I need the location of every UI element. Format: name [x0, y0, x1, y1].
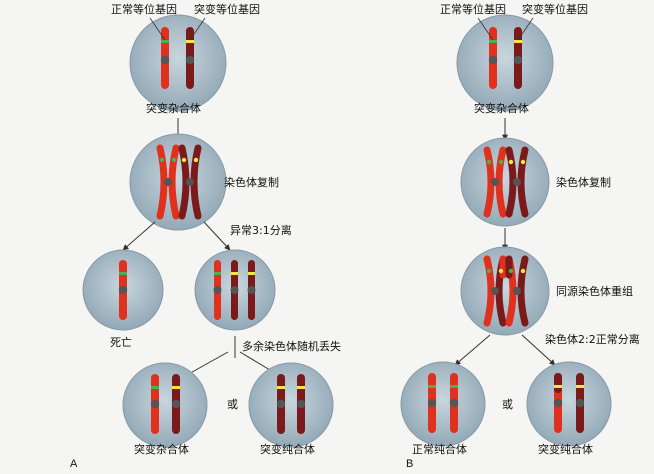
cell-b1 — [456, 14, 554, 112]
chromosome-normal — [449, 373, 459, 433]
label-homo-mutant-a: 突变纯合体 — [260, 443, 315, 456]
cell-a4 — [194, 249, 276, 331]
chromosome-normal — [150, 374, 160, 434]
arrow-b3-right — [521, 334, 556, 366]
label-hetero-top-b: 突变杂合体 — [474, 102, 529, 115]
cell-a6 — [248, 362, 334, 448]
chromosome-mutant — [185, 27, 195, 89]
label-normal-allele-b: 正常等位基因 — [440, 3, 506, 16]
arrow-a2-right — [203, 221, 231, 251]
chromosome-normal — [160, 27, 170, 89]
label-normal-split: 染色体2:2正常分离 — [545, 333, 640, 346]
label-random-loss: 多余染色体随机丢失 — [242, 340, 341, 353]
label-mutant-allele-a: 突变等位基因 — [194, 3, 260, 16]
arrow-a4-left — [184, 351, 229, 377]
arrow-b3-left — [454, 334, 491, 366]
chromosome-mutant — [247, 260, 256, 320]
arrow-a2-left — [122, 221, 156, 251]
cell-b4 — [400, 361, 486, 447]
label-mutant-allele-b: 突变等位基因 — [522, 3, 588, 16]
cell-b2 — [460, 137, 550, 227]
cell-b5 — [526, 361, 612, 447]
recombined-chromatids — [483, 255, 529, 327]
cell-a2 — [129, 133, 227, 231]
cell-a1 — [129, 14, 227, 112]
label-abnormal-split: 异常3:1分离 — [230, 224, 292, 237]
cell-a5 — [122, 362, 208, 448]
sister-chromatids-normal — [156, 144, 180, 220]
cell-b3 — [460, 246, 550, 336]
chromosome-normal — [213, 260, 222, 320]
sister-chromatids-mutant — [178, 144, 202, 220]
sister-chromatids-mutant — [505, 146, 529, 218]
label-normal-allele-a: 正常等位基因 — [111, 3, 177, 16]
sister-chromatids-normal — [483, 146, 507, 218]
chromosome-mutant — [513, 27, 523, 89]
label-hetero-top-a: 突变杂合体 — [146, 102, 201, 115]
chromosome-mutant — [553, 373, 563, 433]
label-homo-mutant-b: 突变纯合体 — [538, 443, 593, 456]
label-replication-b: 染色体复制 — [556, 176, 611, 189]
label-recombination: 同源染色体重组 — [556, 285, 633, 298]
label-or-a: 或 — [227, 398, 238, 411]
label-death: 死亡 — [110, 336, 132, 349]
label-or-b: 或 — [502, 398, 513, 411]
cell-a3 — [82, 249, 164, 331]
chromosome-mutant — [296, 374, 306, 434]
chromosome-mutant — [575, 373, 585, 433]
panel-letter-b: B — [406, 458, 414, 470]
chromosome-normal — [118, 260, 128, 320]
label-homo-normal-b: 正常纯合体 — [412, 443, 467, 456]
chromosome-mutant — [171, 374, 181, 434]
label-hetero-bottom-a: 突变杂合体 — [134, 443, 189, 456]
chromosome-mutant — [276, 374, 286, 434]
chromosome-mutant — [230, 260, 239, 320]
chromosome-normal — [488, 27, 498, 89]
panel-letter-a: A — [70, 458, 78, 470]
chromosome-normal — [427, 373, 437, 433]
label-replication-a: 染色体复制 — [224, 176, 279, 189]
